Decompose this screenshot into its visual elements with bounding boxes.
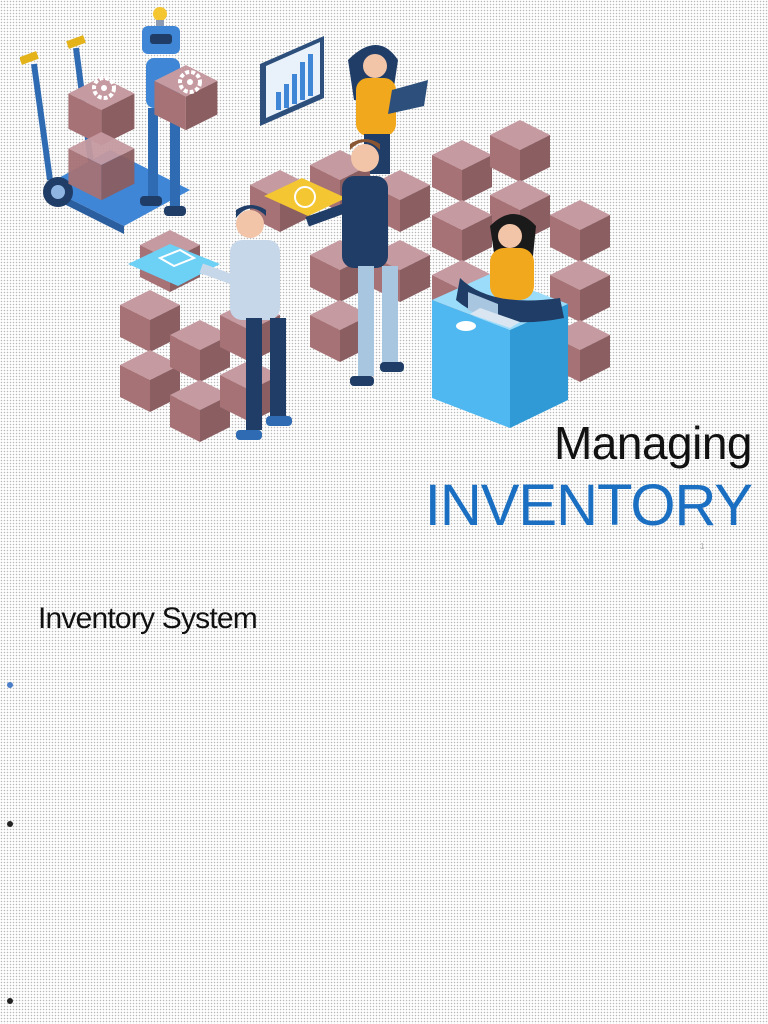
bullet-point	[7, 821, 13, 827]
slide-2: Inventory System	[0, 512, 768, 1024]
person-sitting-with-laptop	[456, 214, 564, 331]
email-card-icon	[128, 244, 220, 286]
bullet-point	[7, 682, 13, 688]
title-line-inventory: INVENTORY	[424, 473, 753, 538]
person-standing	[305, 139, 404, 386]
title-line-managing: Managing	[553, 417, 753, 469]
person-with-laptop	[348, 45, 428, 174]
slide-title: Inventory System	[38, 602, 258, 635]
chart-panel-icon	[260, 36, 324, 126]
bullet-point	[7, 998, 13, 1004]
warehouse-illustration	[20, 7, 610, 442]
document-card-icon	[264, 178, 346, 216]
gear-icon	[92, 76, 116, 100]
slide-number: 1	[700, 542, 705, 551]
slide-1: Managing INVENTORY 1	[20, 7, 753, 551]
gear-icon	[178, 70, 202, 94]
person-sorting-box	[199, 205, 292, 440]
